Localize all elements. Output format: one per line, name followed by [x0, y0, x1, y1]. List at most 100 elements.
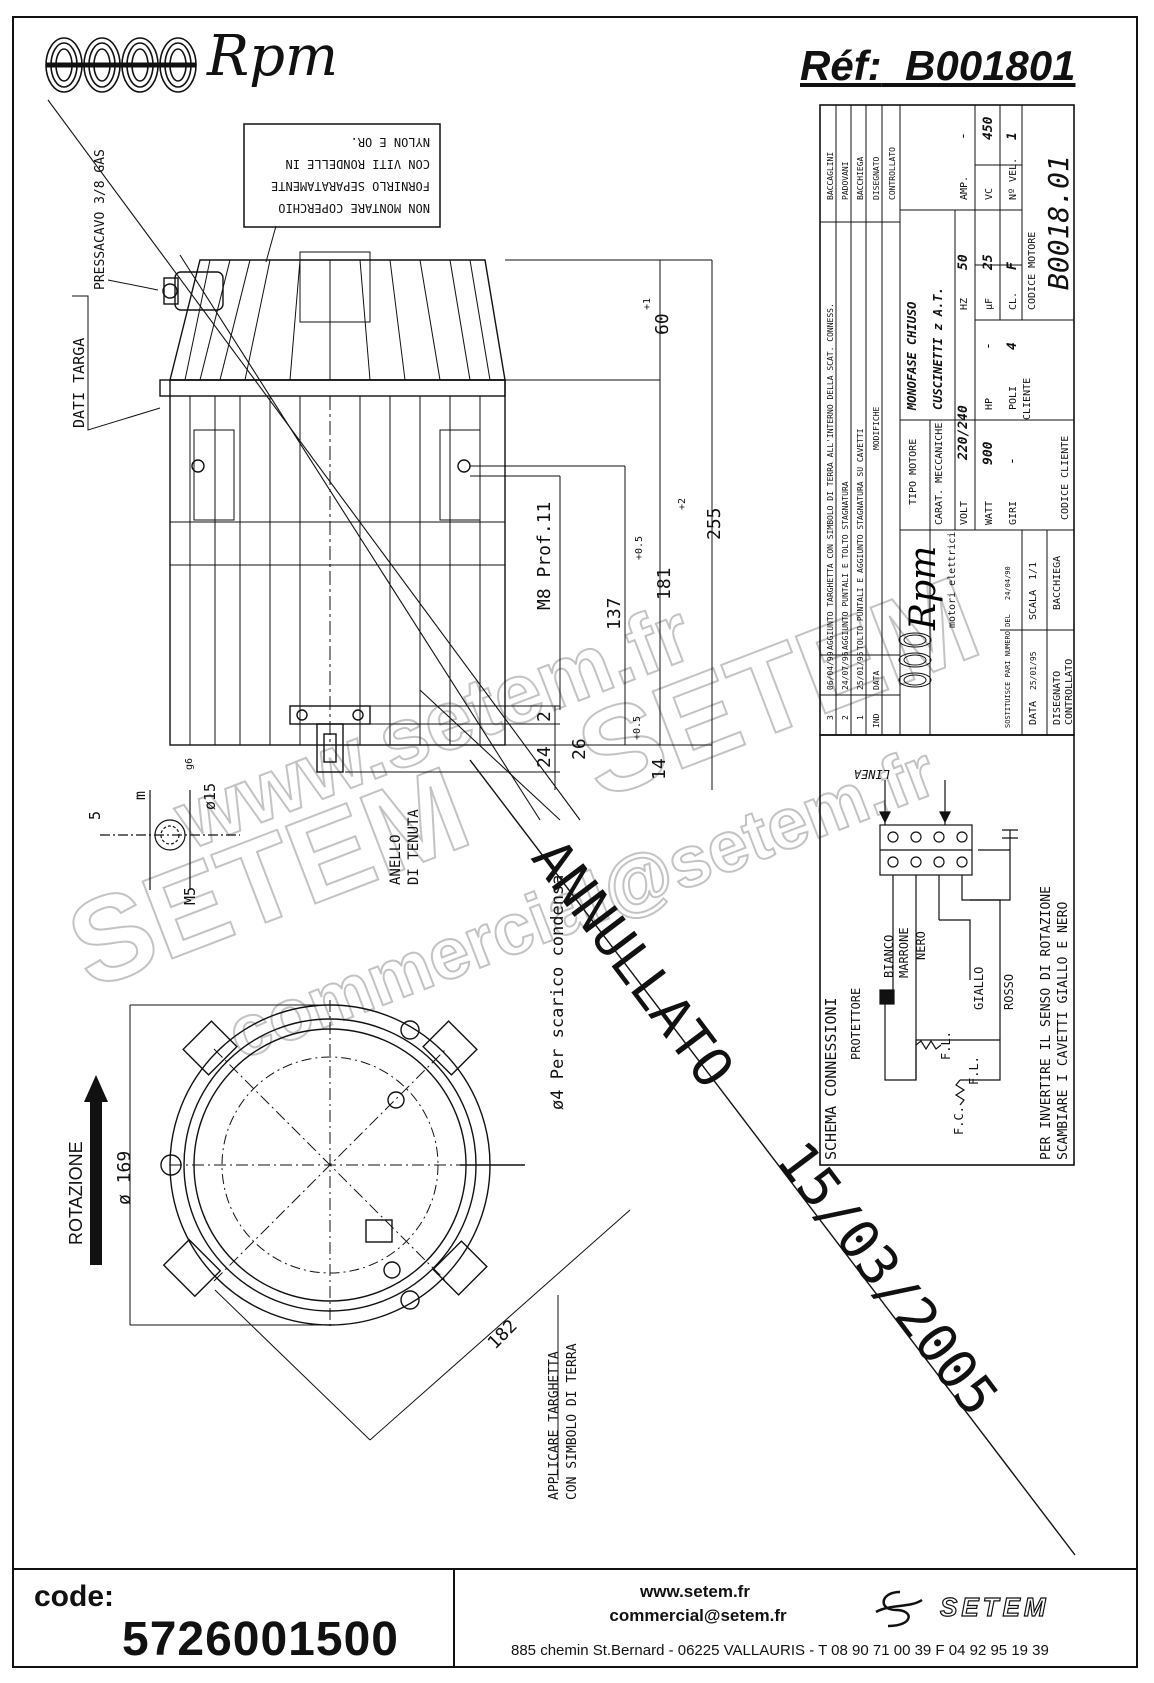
- title-block-company-sub: motori elettrici: [947, 532, 958, 628]
- giri-label: GIRI: [1008, 501, 1019, 525]
- dim-2: 2: [534, 711, 555, 722]
- rev-3-num: 3: [826, 715, 835, 720]
- cover-note-line-2: FORNIRLO SEPARATAMENTE: [271, 179, 430, 193]
- amp-label: AMP.: [959, 176, 970, 200]
- poli-label: POLI: [1008, 386, 1019, 410]
- terminal-block: [879, 780, 1018, 1106]
- disegnato-value: BACCHIEGA: [1052, 556, 1063, 610]
- apply-plate-label: APPLICARE TARGHETTA CON SIMBOLO DI TERRA: [547, 1343, 580, 1500]
- ref-value: B001801: [905, 42, 1076, 89]
- code-box: code: 5726001500: [12, 1568, 455, 1668]
- cliente-label: CLIENTE: [1022, 378, 1033, 420]
- wire-nero: NERO: [914, 931, 928, 960]
- watt-value: 900: [981, 441, 996, 465]
- apply-plate-line-2: CON SIMBOLO DI TERRA: [565, 1343, 580, 1500]
- title-block-brand: Rpm: [903, 546, 944, 631]
- carat-value: CUSCINETTI z A.T.: [931, 287, 945, 410]
- resistor-fc-icon: [954, 1079, 966, 1106]
- cancelled-stamp-date: 15/03/2005: [765, 1130, 1011, 1428]
- fl-label-1: F.L.: [967, 1056, 981, 1085]
- wire-rosso: ROSSO: [1002, 974, 1016, 1010]
- shaft-dim-m: m: [131, 791, 149, 800]
- setem-logo-text: SETEM: [940, 1592, 1050, 1622]
- rev-2-date: 24/07/96: [841, 651, 850, 690]
- uf-value: 25: [981, 254, 996, 271]
- rev-1-num: 1: [856, 715, 865, 720]
- bottom-view-dimensions: [129, 1004, 631, 1480]
- rev-2-text: AGGIUNTO PUNTALI E TOLTO STAGNATURA: [841, 481, 850, 650]
- shaft-dim-15: ø15: [201, 783, 219, 810]
- nameplate-label: DATI TARGA: [70, 338, 88, 428]
- rev-1-by: BACCHIEGA: [856, 156, 865, 200]
- rotation-arrow-icon: [84, 1075, 108, 1265]
- rev-header-modifiche: MODIFICHE: [872, 406, 881, 450]
- coil-logo-icon: [45, 37, 197, 93]
- shaft-dim-m5: M5: [181, 887, 199, 905]
- dimension-labels: 60 +1 255 +2 181 +0.5 137 M8 Prof.11 2 2…: [534, 298, 725, 780]
- cover-note-line-4: NYLON E OR.: [351, 135, 430, 149]
- scala-label: SCALA: [1028, 590, 1039, 620]
- shaft-dim-5: 5: [86, 811, 104, 820]
- rev-1-text: TOLTO PUNTALI E AGGIUNTO STAGNATURA SU C…: [856, 428, 865, 650]
- hp-value: -: [981, 342, 996, 350]
- dim-182: 182: [484, 1316, 522, 1354]
- rev-header-data: DATA: [872, 671, 881, 690]
- cover-note: NON MONTARE COPERCHIO FORNIRLO SEPARATAM…: [243, 123, 441, 263]
- shaft-dim-g6: g6: [184, 758, 195, 770]
- vc-label: VC: [984, 188, 995, 200]
- cable-gland-label: PRESSACAVO 3/8 GAS: [93, 149, 108, 290]
- code-value: 5726001500: [122, 1613, 399, 1666]
- data-label: DATA: [1028, 701, 1039, 725]
- data-value: 25/01/95: [1029, 651, 1038, 690]
- watt-label: WATT: [984, 501, 995, 525]
- brand-name: Rpm: [207, 24, 339, 89]
- ref-label: Réf:: [800, 42, 882, 89]
- title-block-logo: Rpm motori elettrici: [898, 532, 958, 688]
- protettore-label: PROTETTORE: [849, 988, 863, 1060]
- protector-icon: [879, 989, 895, 1005]
- hz-value: 50: [956, 254, 971, 270]
- cl-value: F: [1005, 261, 1020, 270]
- rpm-logo: Rpm: [42, 24, 372, 100]
- rev-3-text: AGGIUNTO TARGHETTA CON SIMBOLO DI TERRA …: [826, 303, 835, 650]
- drain-label: ø4 Per scarico condensa: [548, 875, 568, 1110]
- footer: code: 5726001500 www.setem.fr commercial…: [12, 1568, 1138, 1668]
- dim-181: 181: [654, 567, 675, 600]
- setem-logo: SETEM: [875, 1590, 1050, 1628]
- codice-motore-label: CODICE MOTORE: [1027, 232, 1038, 310]
- uf-label: µF: [984, 298, 995, 310]
- dim-26-tol: +0.5: [632, 716, 643, 740]
- dim-60-tol: +1: [642, 298, 653, 310]
- amp-value: -: [956, 132, 971, 140]
- volt-value: 220/240: [956, 405, 971, 461]
- tipo-motore-label: TIPO MOTORE: [908, 439, 919, 505]
- rev-2-by: PADOVANI: [841, 161, 850, 200]
- title-block: 3 06/04/99 AGGIUNTO TARGHETTA CON SIMBOL…: [819, 104, 1075, 736]
- shaft-labels: 5 m ø15 g6 M5: [86, 758, 219, 905]
- hp-label: HP: [984, 398, 995, 410]
- shaft-detail: [100, 790, 240, 890]
- company-address: 885 chemin St.Bernard - 06225 VALLAURIS …: [511, 1642, 1049, 1659]
- email-link[interactable]: commercial@setem.fr: [609, 1606, 787, 1625]
- dim-m8-thread: M8 Prof.11: [534, 502, 555, 610]
- apply-plate-line-1: APPLICARE TARGHETTA: [547, 1351, 562, 1500]
- sostituisce-label: SOSTITUISCE PARI NUMERO DEL: [1004, 614, 1012, 728]
- website-link[interactable]: www.setem.fr: [640, 1582, 750, 1601]
- motor-side-view: [159, 251, 506, 773]
- poli-value: 4: [1005, 342, 1020, 350]
- contact-box: www.setem.fr commercial@setem.fr 885 che…: [455, 1568, 1138, 1668]
- rev-header-disegnato: DISEGNATO: [872, 156, 881, 200]
- dim-60: 60: [652, 313, 673, 335]
- wire-giallo: GIALLO: [972, 967, 986, 1010]
- motor-bottom-view: [160, 1000, 525, 1330]
- wire-labels: BIANCO MARRONE NERO GIALLO ROSSO F.C. F.…: [882, 886, 1071, 1160]
- setem-swirl-icon: [875, 1590, 923, 1628]
- wire-bianco: BIANCO: [882, 935, 896, 978]
- tipo-motore-value: MONOFASE CHIUSO: [905, 302, 919, 411]
- rotation-label: ROTAZIONE: [66, 1141, 86, 1245]
- dimension-lines: [345, 259, 713, 790]
- rev-2-num: 2: [841, 715, 850, 720]
- dim-137: 137: [604, 597, 625, 630]
- dim-diameter-169: ø 169: [114, 1151, 135, 1205]
- dim-26: 26: [569, 738, 590, 760]
